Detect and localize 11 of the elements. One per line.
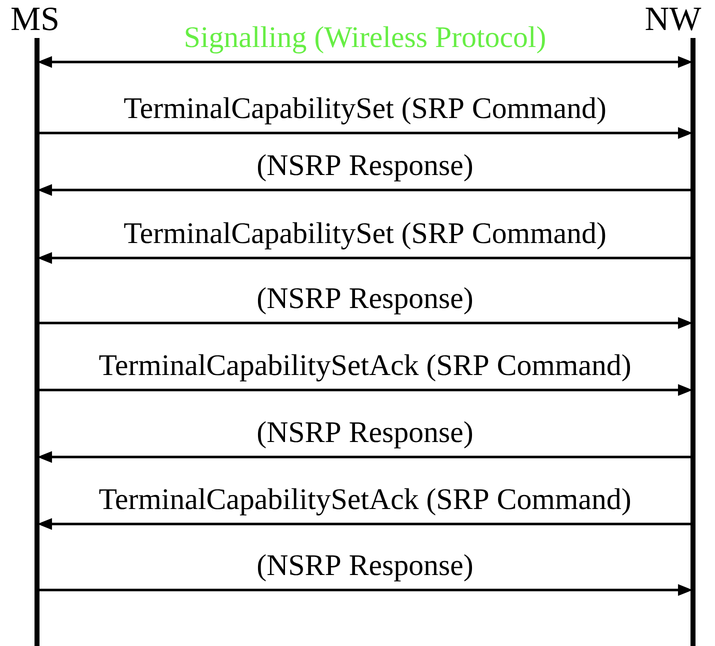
edge-label: Signalling (Wireless Protocol)	[186, 26, 545, 54]
lifeline-label: NW	[646, 8, 702, 30]
edge-label: (NSRP Response)	[258, 154, 472, 182]
edge-label: TerminalCapabilitySet (SRP Command)	[124, 222, 606, 250]
edge-label: TerminalCapabilitySetAck (SRP Command)	[99, 354, 630, 382]
edge-label: TerminalCapabilitySetAck (SRP Command)	[99, 488, 630, 516]
edge-label: (NSRP Response)	[258, 287, 472, 314]
edge-label: (NSRP Response)	[258, 421, 472, 448]
edge-label: TerminalCapabilitySet (SRP Command)	[124, 97, 606, 124]
lifeline-label: MS	[12, 8, 58, 30]
edge-label: (NSRP Response)	[258, 554, 472, 582]
